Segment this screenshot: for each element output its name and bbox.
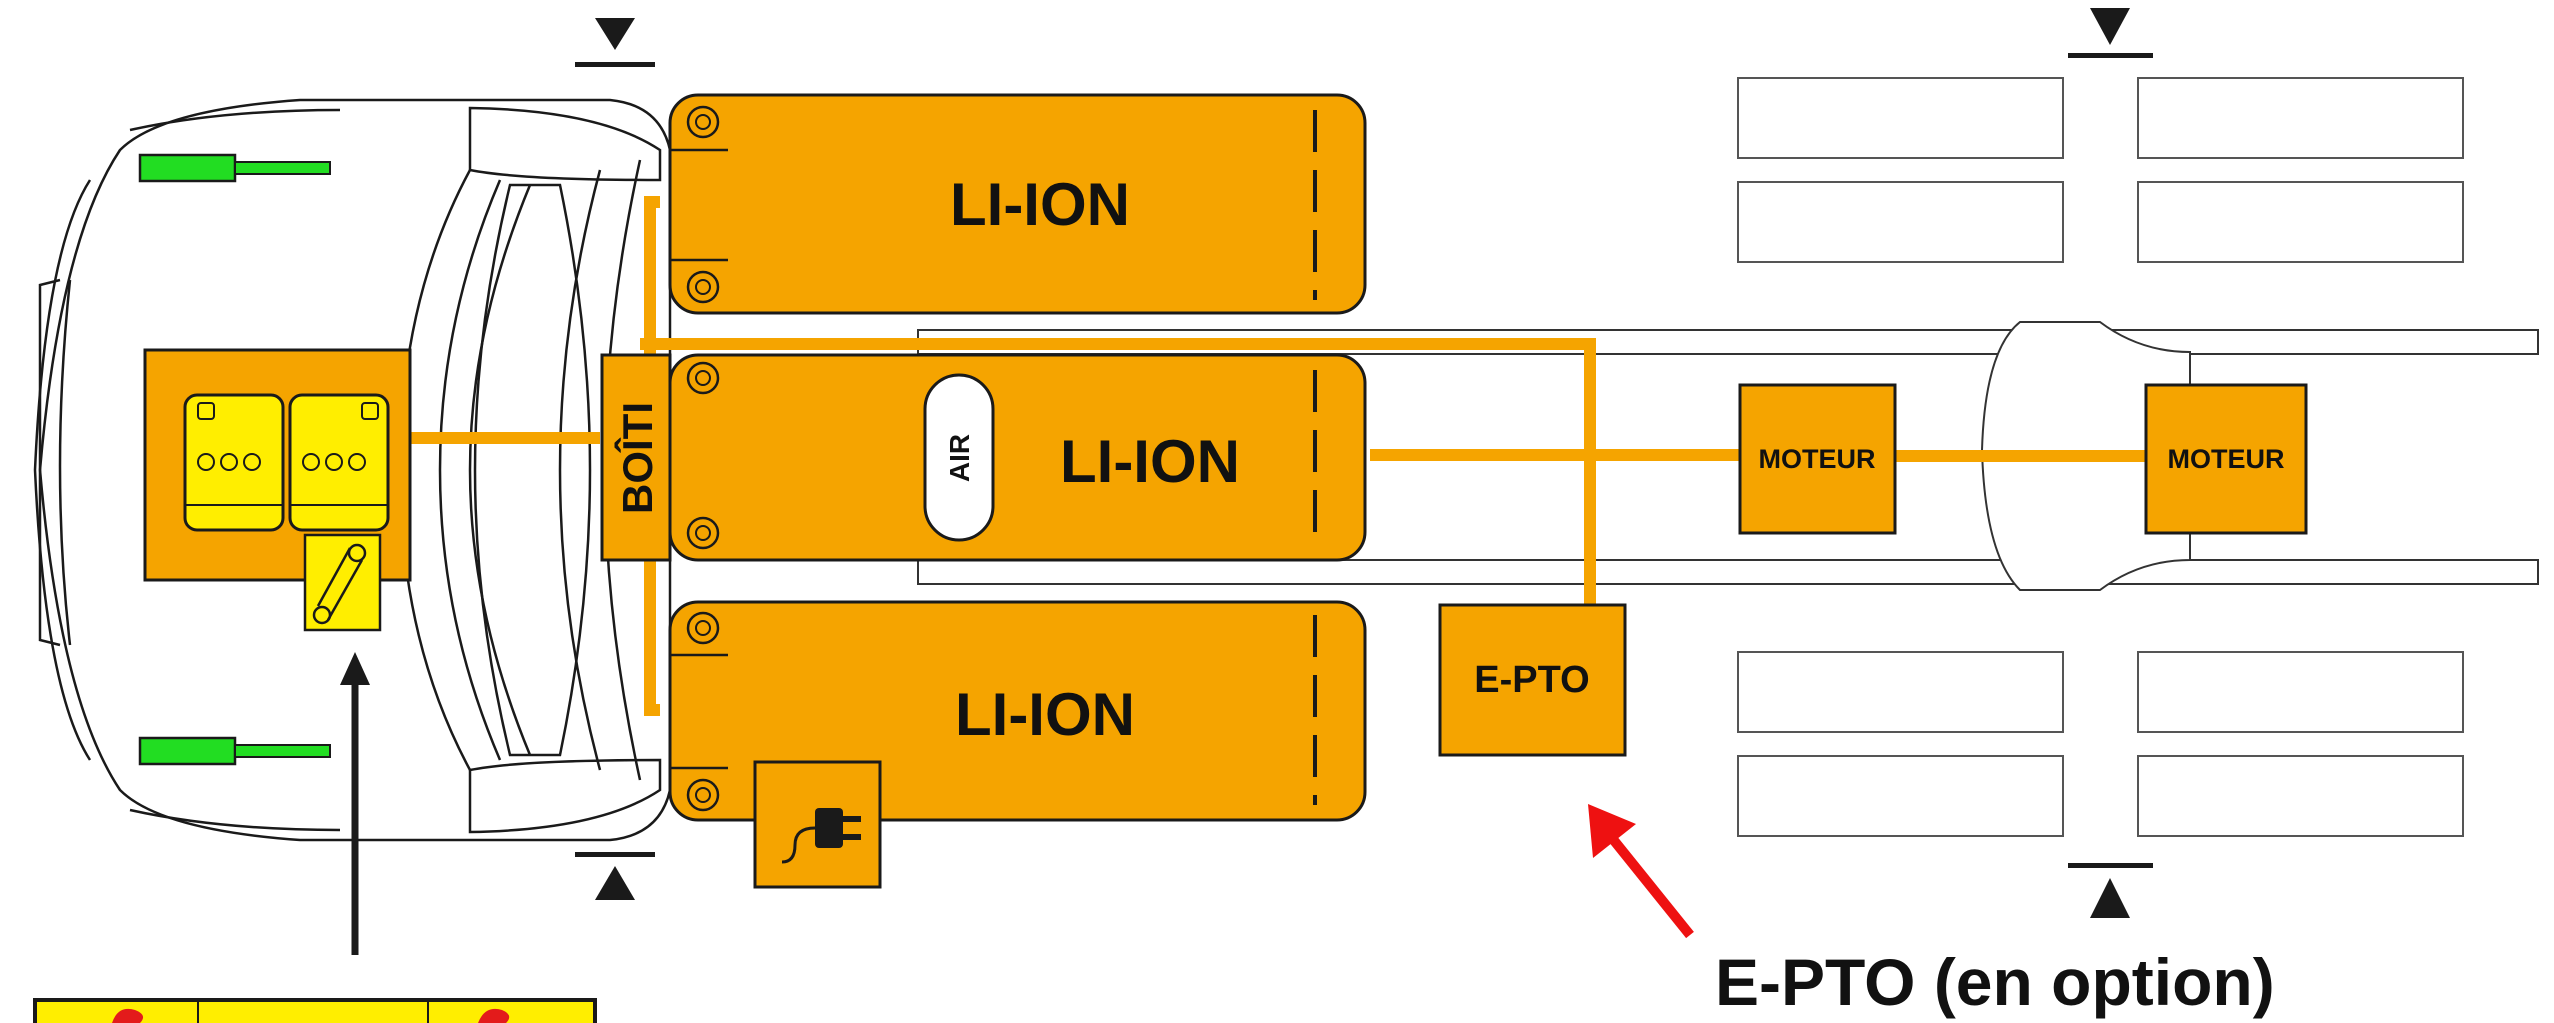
- battery-middle: AIR LI-ION: [668, 353, 1367, 562]
- control-unit: [143, 348, 412, 632]
- junction-box-label: BOÎTI: [613, 402, 661, 514]
- junction-box: BOÎTI: [600, 353, 672, 562]
- mirror-bottom: [138, 736, 331, 766]
- motor-rear: MOTEUR: [2144, 383, 2308, 535]
- warning-placard: [33, 998, 597, 1023]
- flame-icon: [478, 1008, 510, 1023]
- air-badge: AIR: [923, 373, 995, 542]
- callout-arrow: [1588, 804, 1694, 939]
- battery-top-label: LI-ION: [950, 171, 1130, 238]
- motor-front-label: MOTEUR: [1759, 444, 1876, 474]
- flame-icon: [112, 1008, 144, 1023]
- motor-front: MOTEUR: [1738, 383, 1897, 535]
- e-pto-box: E-PTO: [1438, 603, 1627, 757]
- battery-bottom-label: LI-ION: [955, 681, 1135, 748]
- battery-bottom: LI-ION: [668, 600, 1367, 889]
- battery-top: LI-ION: [668, 93, 1367, 315]
- cables: [405, 196, 2146, 716]
- battery-middle-label: LI-ION: [1060, 428, 1240, 495]
- e-pto-label: E-PTO: [1474, 659, 1589, 701]
- motor-rear-label: MOTEUR: [2168, 444, 2285, 474]
- triangle-marker-icon: [575, 8, 2153, 918]
- plug-icon: [753, 760, 882, 889]
- mirror-top: [138, 153, 331, 183]
- pointer-arrow: [340, 652, 370, 955]
- air-label: AIR: [944, 434, 975, 482]
- switch-icon: [303, 533, 382, 632]
- battery-module-left: [183, 393, 285, 532]
- rear-wheels: [1737, 77, 2464, 837]
- e-pto-callout-text: E-PTO (en option): [1715, 945, 2275, 1019]
- battery-module-right: [288, 393, 390, 532]
